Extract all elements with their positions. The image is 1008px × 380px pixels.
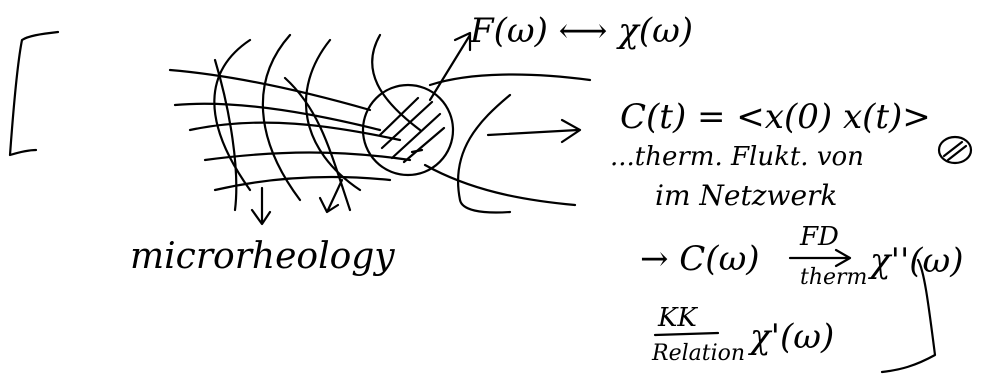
- strand: [168, 68, 372, 112]
- force-arrow: [428, 31, 472, 102]
- kk-fraction-bar: [653, 331, 720, 337]
- bead-hatching: [378, 96, 420, 137]
- strand: [213, 58, 238, 212]
- strand: [428, 73, 592, 87]
- top-relation: F(ω) ⟷ χ(ω): [469, 11, 693, 51]
- strand: [213, 175, 392, 192]
- down-arrow: [250, 186, 272, 226]
- kk-top-label: KK: [657, 303, 698, 333]
- down-arrow: [318, 178, 344, 214]
- bead-hatching: [390, 112, 442, 160]
- probe-bead: [361, 83, 455, 177]
- strand: [283, 76, 352, 212]
- fd-line-lhs: → C(ω): [640, 239, 760, 279]
- strand: [173, 102, 382, 132]
- strand: [261, 33, 302, 202]
- kk-bottom-label: Relation: [651, 341, 745, 366]
- strand: [423, 163, 577, 207]
- strand: [213, 38, 252, 192]
- circled-symbol-icon: [942, 140, 968, 162]
- comment-line-1: ...therm. Flukt. von: [610, 142, 864, 172]
- curve-bracket: [457, 93, 512, 214]
- left-bracket: [8, 30, 60, 157]
- strand: [371, 33, 422, 132]
- comment-line-2: im Netzwerk: [655, 179, 837, 212]
- bead-hatching: [402, 126, 446, 164]
- fd-rhs: χ''(ω): [868, 241, 964, 281]
- polymer-network-sketch: [168, 33, 592, 212]
- strand: [203, 151, 412, 162]
- correlation-equation: C(t) = <x(0) x(t)>: [620, 97, 931, 137]
- bead-circle: [361, 83, 455, 177]
- fd-top-label: FD: [799, 222, 839, 252]
- circled-symbol-icon: [937, 135, 973, 165]
- right-arrow: [486, 118, 582, 144]
- fd-fraction-bar: [788, 248, 852, 268]
- bead-hatching: [410, 148, 424, 154]
- fd-bottom-label: therm: [800, 265, 867, 290]
- strand: [188, 121, 402, 142]
- right-bracket: [880, 258, 937, 374]
- strand: [304, 38, 362, 192]
- kk-rhs: χ'(ω): [748, 317, 834, 357]
- bead-hatching: [380, 100, 434, 150]
- label-microrheology: microrheology: [130, 236, 395, 277]
